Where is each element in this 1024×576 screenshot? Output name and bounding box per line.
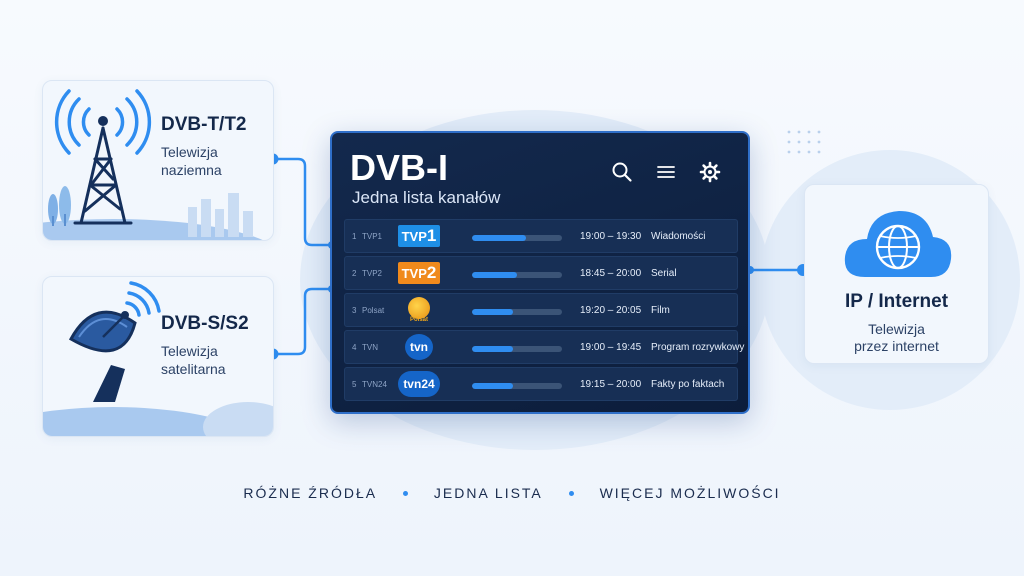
progress-bar [472, 235, 562, 241]
progress-bar [472, 309, 562, 315]
progress-fill [472, 235, 526, 241]
separator-dot [568, 490, 574, 496]
program-time: 19:00 – 19:45 [580, 342, 642, 353]
tagline-item: JEDNA LISTA [433, 485, 543, 502]
program-time: 19:20 – 20:05 [580, 305, 642, 316]
source-subtitle: Telewizja [161, 343, 218, 359]
terrestrial-source-card: DVB-T/T2 Telewizja naziemna [42, 80, 274, 241]
source-title: DVB-S/S2 [161, 313, 249, 334]
program-title: Wiadomości [651, 231, 706, 242]
satellite-dish-icon [43, 281, 273, 436]
channel-number: 3 [352, 306, 357, 315]
progress-fill [472, 383, 513, 389]
gear-icon[interactable] [699, 161, 721, 183]
source-subtitle: satelitarna [161, 361, 226, 377]
internet-source-card: IP / Internet Telewizja przez internet [804, 184, 989, 364]
tvp1-logo: TVP1 [398, 225, 440, 247]
channel-list: 1 TVP1 TVP1 19:00 – 19:30 Wiadomości 2 T… [344, 219, 744, 404]
channel-number: 1 [352, 232, 357, 241]
source-subtitle: Telewizja [161, 144, 218, 160]
channel-number: 5 [352, 380, 357, 389]
separator-dot [403, 490, 408, 496]
channel-row[interactable]: 1 TVP1 TVP1 19:00 – 19:30 Wiadomości [344, 219, 738, 253]
channel-number: 2 [352, 269, 357, 278]
broadcast-tower-icon [43, 89, 263, 240]
progress-fill [472, 272, 517, 278]
progress-fill [472, 309, 513, 315]
source-title: IP / Internet [844, 291, 949, 312]
tvp2-logo: TVP2 [398, 262, 440, 284]
dvb-i-channel-panel: DVB-I Jedna lista kanałów 1 TVP1 TVP1 19… [330, 131, 750, 414]
source-subtitle: Telewizja przez internet [854, 321, 939, 354]
channel-row[interactable]: 2 TVP2 TVP2 18:45 – 20:00 Serial [344, 256, 738, 290]
program-time: 19:15 – 20:00 [580, 379, 642, 390]
tagline-item: RÓŻNE ŹRÓDŁA [243, 485, 378, 502]
menu-icon[interactable] [655, 161, 677, 183]
source-title: DVB-T/T2 [161, 114, 247, 135]
program-title: Serial [651, 268, 677, 279]
channel-name: TVN [362, 343, 378, 352]
channel-name: Polsat [362, 306, 385, 315]
search-icon[interactable] [611, 161, 633, 183]
satellite-source-card: DVB-S/S2 Telewizja satelitarna [42, 276, 274, 437]
channel-name: TVP2 [362, 269, 383, 278]
channel-name: TVP1 [362, 232, 383, 241]
footer-tagline: RÓŻNE ŹRÓDŁA JEDNA LISTA WIĘCEJ MOŻLIWOŚ… [0, 484, 1024, 501]
progress-fill [472, 346, 513, 352]
tvn-logo: tvn [405, 334, 433, 360]
channel-number: 4 [352, 343, 357, 352]
program-time: 19:00 – 19:30 [580, 231, 642, 242]
panel-title: DVB-I [350, 147, 448, 188]
channel-row[interactable]: 4 TVN tvn 19:00 – 19:45 Program rozrywko… [344, 330, 744, 364]
channel-name: TVN24 [362, 380, 387, 389]
progress-bar [472, 383, 562, 389]
channel-row[interactable]: 5 TVN24 tvn24 19:15 – 20:00 Fakty po fak… [344, 367, 738, 401]
dot-grid-decoration [787, 130, 821, 154]
tvn24-logo: tvn24 [398, 371, 440, 397]
progress-bar [472, 272, 562, 278]
panel-subtitle: Jedna lista kanałów [352, 188, 501, 207]
cloud-globe-icon [844, 211, 952, 277]
progress-bar [472, 346, 562, 352]
program-time: 18:45 – 20:00 [580, 268, 642, 279]
program-title: Program rozrywkowy [651, 342, 745, 353]
tagline-item: WIĘCEJ MOŻLIWOŚCI [599, 485, 781, 502]
source-subtitle: naziemna [161, 162, 222, 178]
polsat-logo: Polsat [398, 297, 440, 325]
channel-row[interactable]: 3 Polsat Polsat 19:20 – 20:05 Film [344, 293, 738, 327]
program-title: Fakty po faktach [651, 379, 725, 390]
program-title: Film [651, 305, 670, 316]
